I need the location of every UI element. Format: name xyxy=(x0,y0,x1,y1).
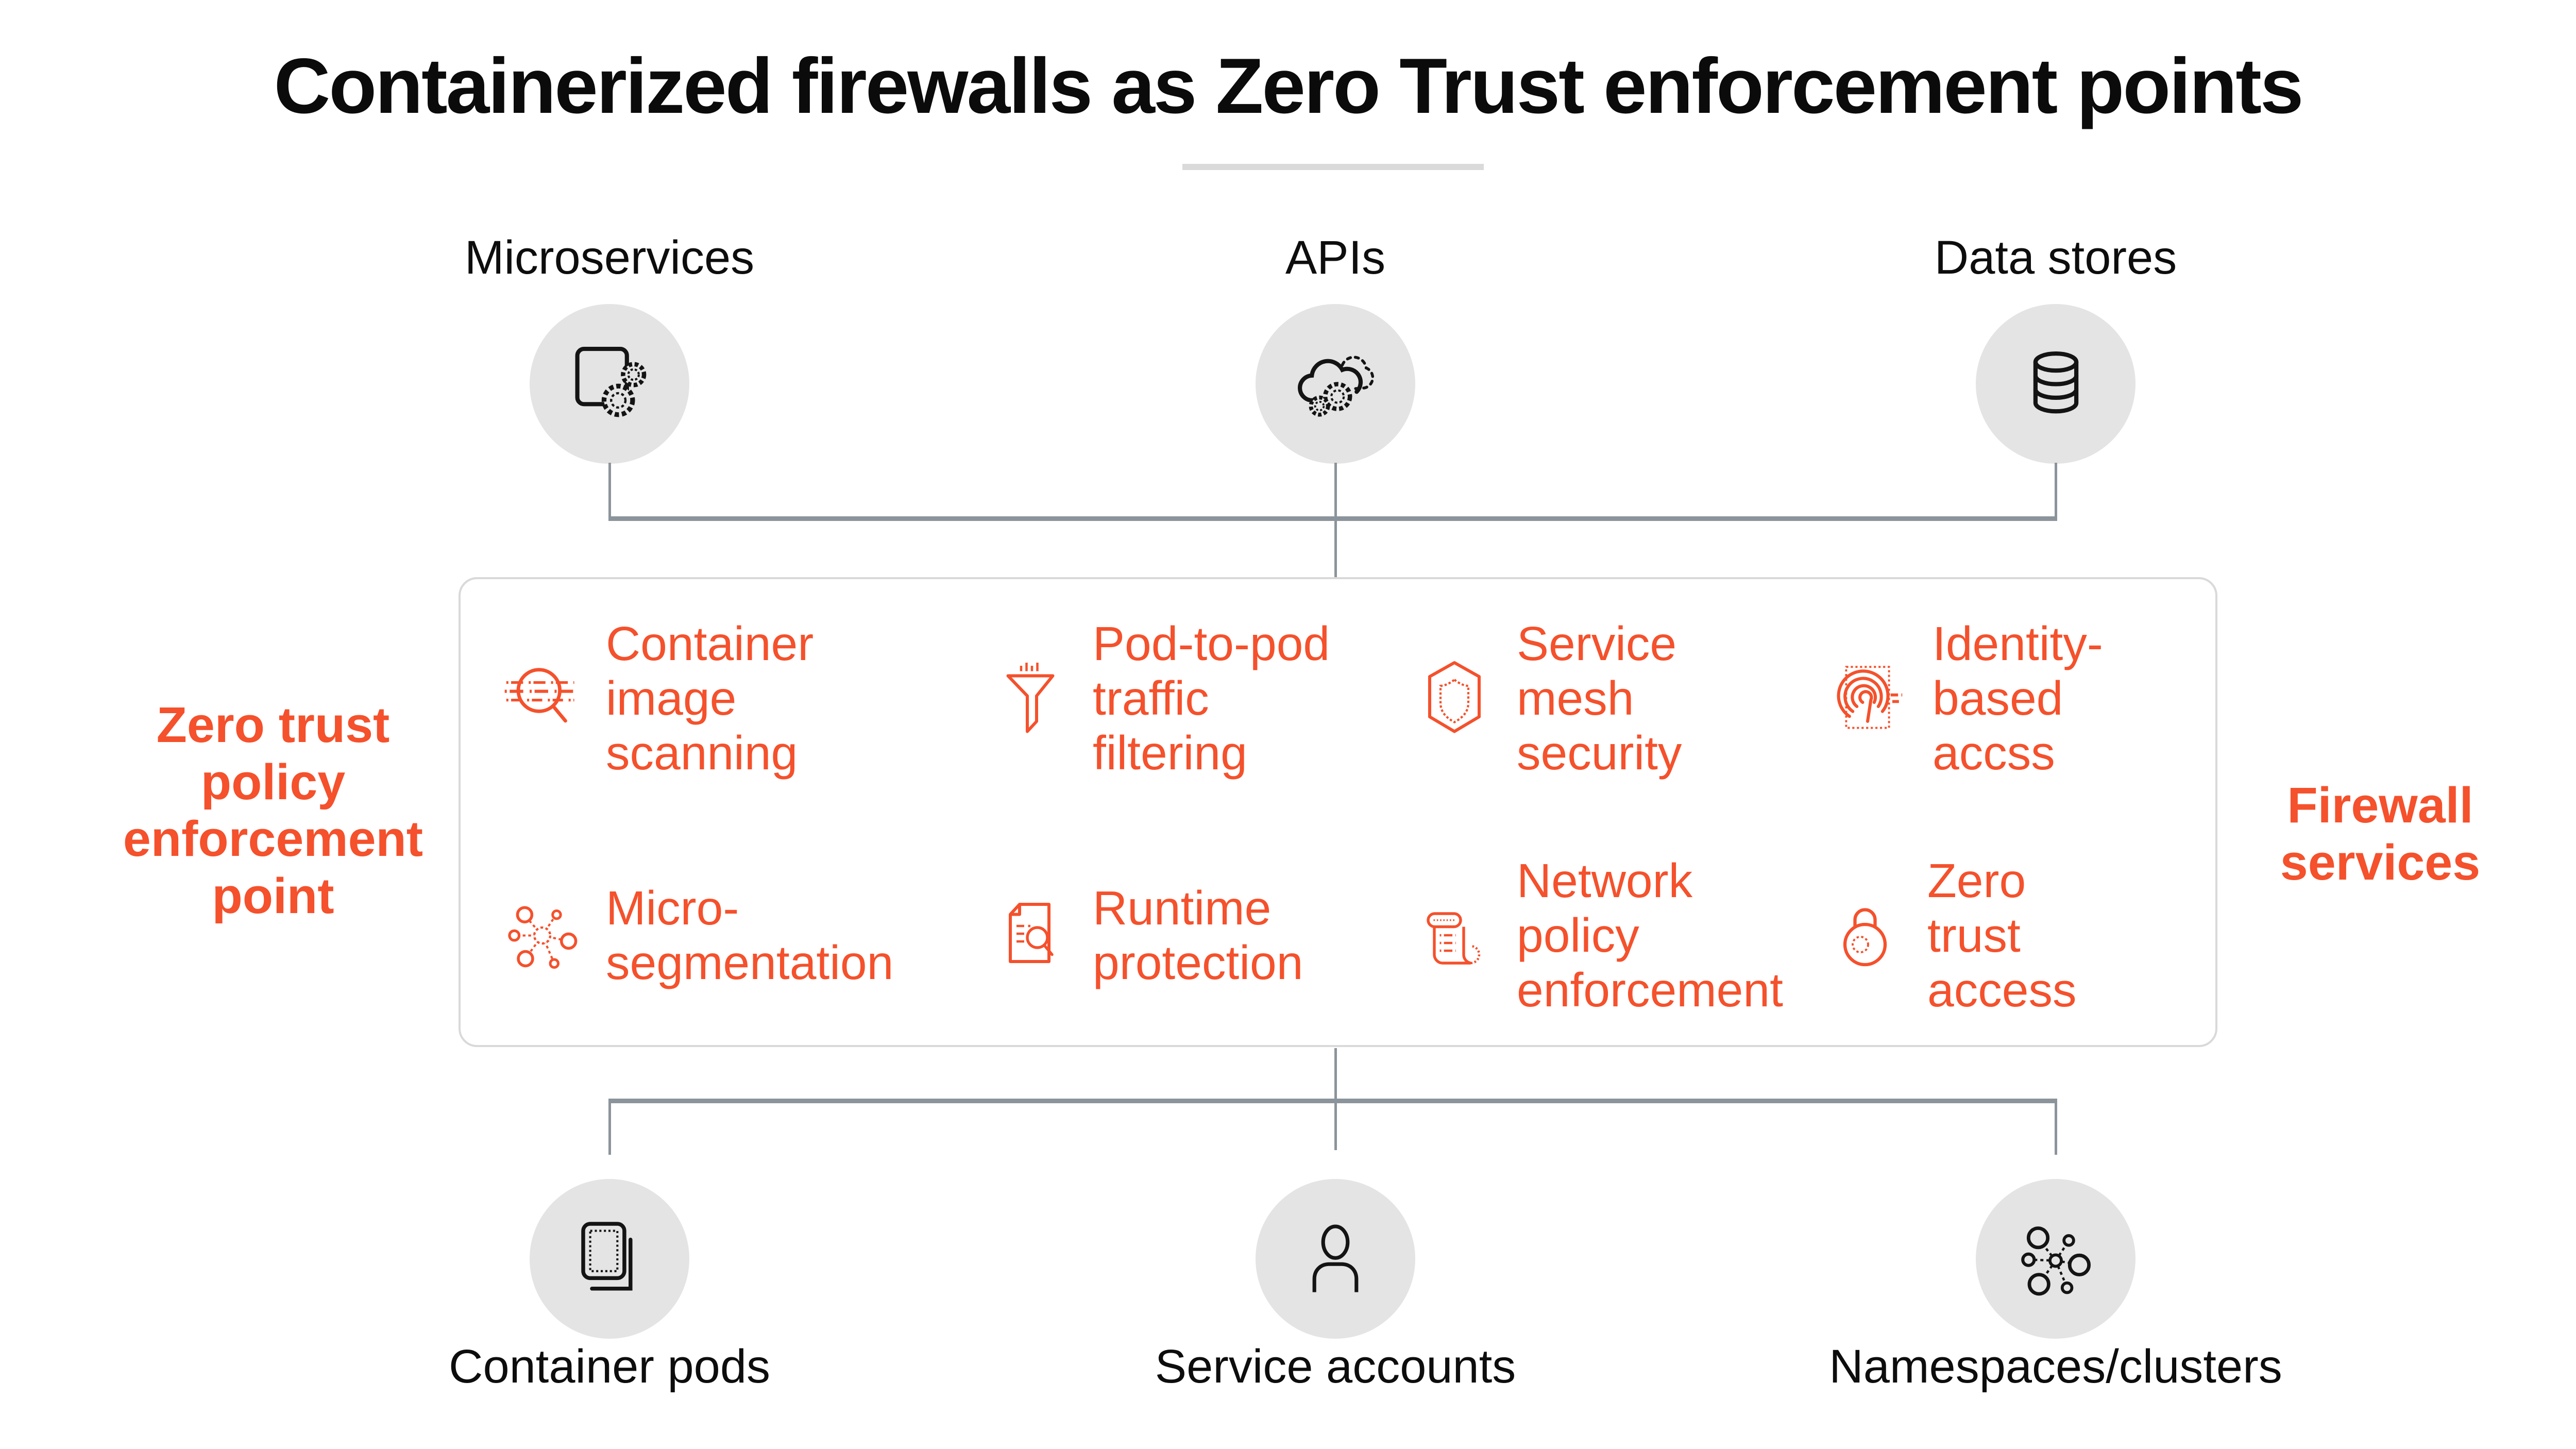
service-item-identity-based-access: Identity- based accss xyxy=(1826,611,2103,786)
mesh-shield-icon xyxy=(1428,661,1481,733)
service-item-container-image-scanning: Container image scanning xyxy=(502,611,814,786)
top-node-label-data-stores: Data stores xyxy=(1934,231,2177,284)
cluster-icon xyxy=(2021,1226,2091,1296)
service-item-service-mesh-security: Service mesh security xyxy=(1416,611,1682,786)
left-side-label: Zero trust policy enforcement point xyxy=(123,697,423,924)
container-pods-icon xyxy=(581,1222,633,1291)
top-node-label-microservices: Microservices xyxy=(464,231,755,284)
page-title: Containerized firewalls as Zero Trust en… xyxy=(274,42,2304,130)
segmentation-icon xyxy=(508,905,578,969)
title-divider xyxy=(1182,164,1484,170)
lock-icon xyxy=(1843,908,1887,967)
bottom-node-label-container-pods: Container pods xyxy=(449,1340,770,1393)
service-label: Runtime protection xyxy=(1093,881,1303,989)
runtime-protection-icon xyxy=(1009,903,1054,963)
person-icon xyxy=(1312,1224,1359,1292)
connector-top-horizontal xyxy=(608,516,2057,521)
bottom-node-service-accounts xyxy=(1256,1179,1415,1339)
bottom-node-container-pods xyxy=(530,1179,689,1339)
service-item-network-policy-enforcement: Network policy enforcement xyxy=(1416,848,1783,1023)
service-label: Network policy enforcement xyxy=(1517,853,1783,1017)
right-side-label: Firewall services xyxy=(2280,777,2481,890)
microservices-icon xyxy=(575,346,646,417)
connector-bottom-right-vertical xyxy=(2055,1103,2057,1155)
connector-bottom-horizontal xyxy=(608,1099,2057,1103)
bottom-node-label-namespaces-clusters: Namespaces/clusters xyxy=(1829,1340,2282,1393)
service-label: Container image scanning xyxy=(606,616,814,780)
service-label: Zero trust access xyxy=(1927,853,2077,1017)
top-node-label-apis: APIs xyxy=(1285,231,1386,284)
top-node-apis xyxy=(1256,304,1415,464)
service-label: Identity- based accss xyxy=(1933,616,2103,780)
apis-icon xyxy=(1297,355,1374,417)
service-label: Service mesh security xyxy=(1517,616,1682,780)
bottom-node-label-service-accounts: Service accounts xyxy=(1155,1340,1516,1393)
service-label: Micro- segmentation xyxy=(606,881,894,989)
service-item-runtime-protection: Runtime protection xyxy=(992,848,1303,1023)
traffic-filter-icon xyxy=(1006,663,1055,733)
top-node-microservices xyxy=(530,304,689,464)
service-item-zero-trust-access: Zero trust access xyxy=(1826,848,2076,1023)
bottom-node-namespaces-clusters xyxy=(1976,1179,2136,1339)
top-node-data-stores xyxy=(1976,304,2136,464)
policy-scroll-icon xyxy=(1427,912,1481,965)
service-item-pod-traffic-filtering: Pod-to-pod traffic filtering xyxy=(992,611,1330,786)
connector-bottom-left-vertical xyxy=(608,1103,611,1155)
database-icon xyxy=(2033,351,2078,413)
service-item-micro-segmentation: Micro- segmentation xyxy=(502,848,893,1023)
service-label: Pod-to-pod traffic filtering xyxy=(1093,616,1330,780)
firewall-services-box xyxy=(459,577,2217,1047)
connector-top-right-vertical xyxy=(2055,463,2057,518)
connector-top-left-vertical xyxy=(608,463,611,518)
fingerprint-icon xyxy=(1837,666,1903,729)
image-scan-icon xyxy=(504,667,576,722)
